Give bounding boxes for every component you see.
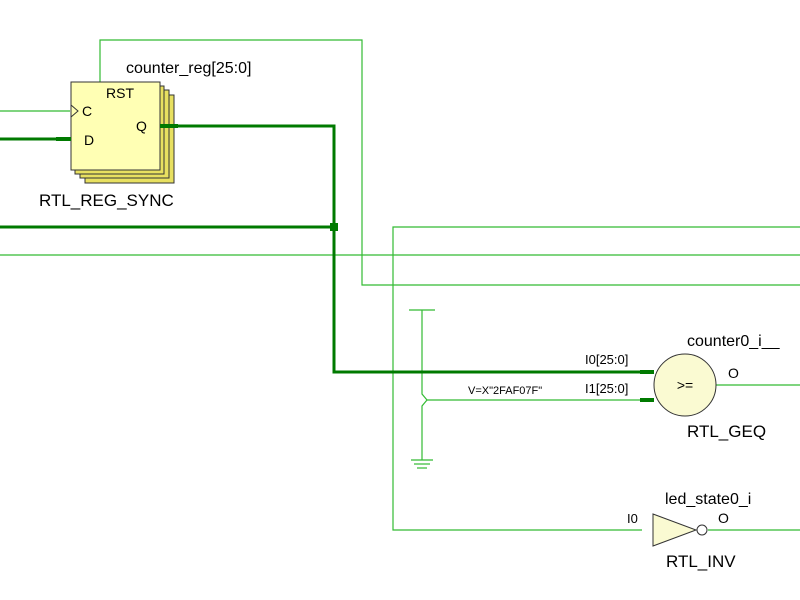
bus-counter-q[interactable] (160, 124, 653, 374)
net-constant-v[interactable] (421, 310, 428, 460)
geq-i1-bus-stub (640, 398, 654, 402)
geq-body (653, 353, 717, 417)
counter-reg-body (70, 81, 161, 171)
counter-reg-pin-rst: RST (106, 85, 134, 101)
geq-pin-o: O (728, 365, 739, 381)
counter-reg-pin-c: C (82, 103, 92, 119)
counter-reg-cell[interactable]: RST C D Q counter_reg[25:0] RTL_REG_SYNC (39, 60, 251, 210)
net-led-loop[interactable] (392, 226, 800, 531)
inv-body (652, 513, 698, 547)
constant-value-label: V=X"2FAF07F" (468, 385, 542, 397)
inv-cell[interactable]: I0 O led_state0_i RTL_INV (627, 491, 751, 571)
clock-triangle-icon (70, 104, 79, 118)
counter-reg-pin-d: D (84, 132, 94, 148)
geq-type: RTL_GEQ (687, 422, 766, 441)
geq-pin-i1: I1[25:0] (585, 381, 628, 396)
inv-bubble (696, 524, 708, 536)
counter-reg-q-bus-stub (160, 124, 178, 128)
bus-junction-dot (330, 223, 338, 231)
geq-instance-name: counter0_i__ (687, 333, 781, 350)
geq-cell[interactable]: >= I0[25:0] I1[25:0] O counter0_i__ RTL_… (585, 333, 781, 441)
geq-symbol: >= (677, 377, 693, 393)
inv-instance-name: led_state0_i (665, 491, 751, 508)
geq-i0-bus-stub (640, 370, 654, 374)
inv-type: RTL_INV (666, 552, 736, 571)
geq-pin-i0: I0[25:0] (585, 352, 628, 367)
inv-pin-i0: I0 (627, 511, 638, 526)
counter-reg-d-bus-stub (56, 137, 71, 141)
inv-pin-o: O (718, 510, 729, 526)
counter-reg-type: RTL_REG_SYNC (39, 191, 174, 210)
net-reset-feedback[interactable] (99, 39, 800, 286)
counter-reg-instance-name: counter_reg[25:0] (126, 60, 251, 77)
counter-reg-pin-q: Q (136, 118, 147, 134)
net-layer (0, 39, 800, 531)
